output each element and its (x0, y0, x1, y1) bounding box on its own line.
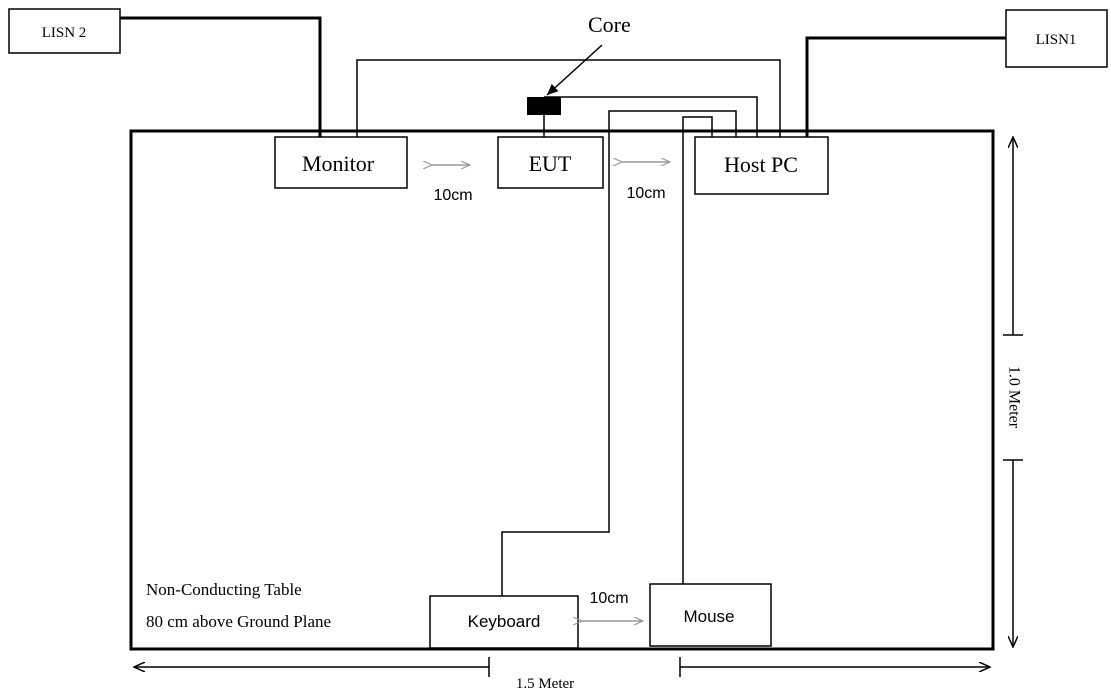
core-label: Core (588, 12, 631, 37)
lisn1-box (1005, 9, 1108, 68)
ferrite-core (527, 97, 561, 115)
monitor-box (274, 136, 408, 189)
non-conducting-table (129, 129, 995, 651)
keyboard-label: Keyboard (468, 612, 541, 631)
monitor-cable (356, 59, 781, 137)
lisn2-box (8, 8, 121, 54)
mouse-label: Mouse (683, 607, 734, 626)
keyboard-box (429, 595, 579, 649)
eut-box (497, 136, 604, 189)
lisn1-power-cable (805, 36, 1006, 137)
eut-label: EUT (529, 151, 572, 176)
eut-cable (543, 96, 758, 137)
spacing-label-keyboard-mouse: 10cm (589, 590, 628, 607)
lisn1-label: LISN1 (1036, 32, 1077, 48)
table-note-line1: Non-Conducting Table (146, 580, 302, 599)
lisn2-power-cable (120, 16, 322, 137)
spacing-label-monitor-eut: 10cm (433, 187, 472, 204)
mouse-cable (682, 116, 713, 584)
depth-dimension-label: 1.0 Meter (1005, 366, 1022, 429)
host-pc-box (694, 136, 829, 195)
host-pc-label: Host PC (724, 152, 798, 177)
lisn2-label: LISN 2 (42, 25, 87, 41)
keyboard-cable (501, 110, 737, 596)
core-pointer-arrow (546, 44, 603, 96)
spacing-label-eut-host: 10cm (626, 185, 665, 202)
width-dimension-label: 1.5 Meter (516, 676, 574, 691)
table-note-line2: 80 cm above Ground Plane (146, 612, 331, 631)
mouse-box (649, 583, 772, 647)
monitor-label: Monitor (302, 151, 375, 176)
